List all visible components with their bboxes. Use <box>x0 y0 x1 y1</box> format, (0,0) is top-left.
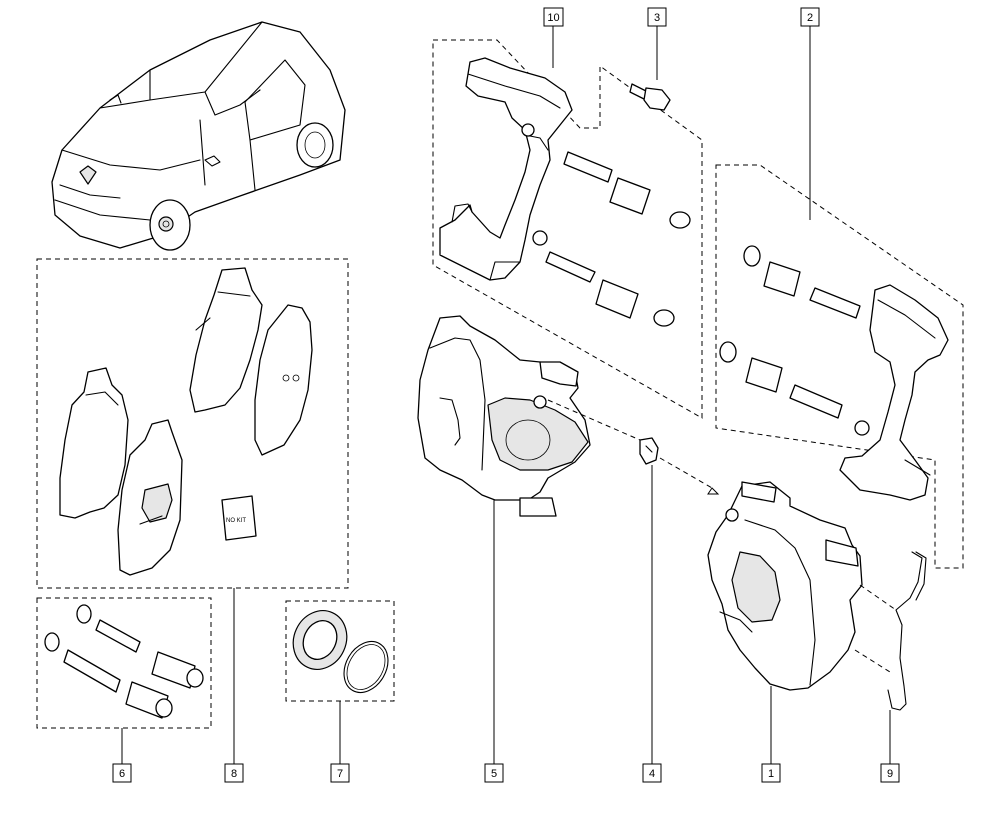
caliper-carrier-10 <box>439 57 573 281</box>
brake-pad-set-8: NO KIT <box>59 267 313 576</box>
bleed-screw-4 <box>639 437 659 465</box>
arrow-head <box>707 487 720 495</box>
callout-9: 9 <box>880 763 900 783</box>
brake-highlight-icon <box>158 216 174 232</box>
svg-text:8: 8 <box>231 768 237 780</box>
instruction-booklet: NO KIT <box>221 495 257 541</box>
callout-10: 10 <box>543 7 564 27</box>
bleed-screw-to-caliper-path <box>659 457 713 489</box>
callout-8: 8 <box>224 763 244 783</box>
svg-text:2: 2 <box>807 12 813 24</box>
brand-logo-icon <box>79 165 97 185</box>
svg-text:1: 1 <box>768 768 774 780</box>
kit-10-outline <box>432 39 703 419</box>
wear-sensor-wire-9 <box>887 551 927 711</box>
kit-6-outline <box>36 597 212 729</box>
callout-2: 2 <box>800 7 820 27</box>
svg-text:6: 6 <box>119 768 125 780</box>
bleed-screw-path <box>547 399 641 441</box>
booklet-label: NO KIT <box>226 518 246 524</box>
bolt-3 <box>629 83 671 111</box>
guide-pin-kit-6 <box>44 604 204 719</box>
kit-2-outline <box>715 164 964 569</box>
guide-pin-set-2 <box>719 245 861 419</box>
vehicle-illustration <box>51 21 346 251</box>
svg-text:4: 4 <box>649 768 655 780</box>
brake-caliper-5 <box>417 315 591 517</box>
svg-text:3: 3 <box>654 12 660 24</box>
svg-text:9: 9 <box>887 768 893 780</box>
callout-7: 7 <box>330 763 350 783</box>
guide-pin-set-10 <box>545 151 691 327</box>
wear-wire-path-upper <box>859 584 897 611</box>
brake-caliper-1 <box>707 481 863 691</box>
callout-3: 3 <box>647 7 667 27</box>
svg-text:7: 7 <box>337 768 343 780</box>
kit-8-outline <box>36 258 349 589</box>
callout-1: 1 <box>761 763 781 783</box>
callout-4: 4 <box>642 763 662 783</box>
leader-lines <box>121 26 891 764</box>
svg-text:5: 5 <box>491 768 497 780</box>
wear-wire-path-lower <box>854 649 891 673</box>
caliper-carrier-2 <box>839 284 949 501</box>
seal-kit-7 <box>292 610 389 693</box>
callout-5: 5 <box>484 763 504 783</box>
callout-6: 6 <box>112 763 132 783</box>
svg-text:10: 10 <box>547 12 559 24</box>
